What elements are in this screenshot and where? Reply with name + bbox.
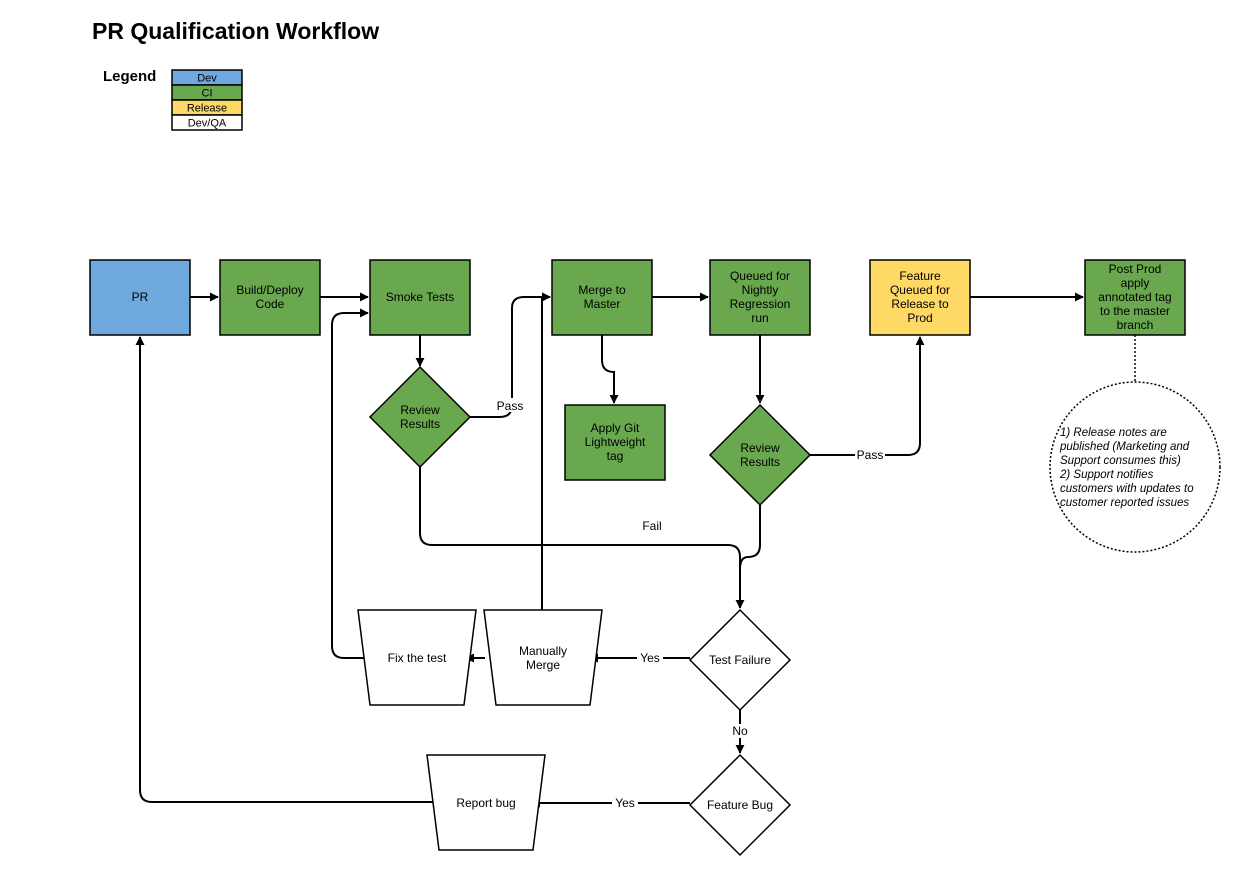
edge-reportbug-pr xyxy=(135,336,436,803)
edge-merge-applygit xyxy=(601,335,619,404)
node-review-results-1 xyxy=(368,365,472,469)
edge-label-bg-pass1 xyxy=(495,398,525,412)
edge-review1-merge-pass xyxy=(470,292,551,418)
edge-label-yes1: Yes xyxy=(640,651,660,665)
page-title: PR Qualification Workflow xyxy=(92,18,380,44)
legend-swatch-devqa xyxy=(171,114,243,131)
node-merge-to-master xyxy=(551,259,653,336)
node-build-deploy xyxy=(219,259,321,336)
node-label-report-bug: Report bug xyxy=(456,796,515,810)
edge-label-yes2: Yes xyxy=(615,796,635,810)
node-label-pr: PR xyxy=(132,290,149,304)
node-manually-merge xyxy=(483,609,603,706)
node-smoke-tests xyxy=(369,259,471,336)
edge-review1-testfailure-fail xyxy=(419,467,745,609)
edge-label-pass1: Pass xyxy=(497,399,524,413)
legend-item-devqa: Dev/QA xyxy=(188,118,227,130)
edge-label-bg-no xyxy=(729,724,751,738)
node-report-bug xyxy=(426,754,546,851)
edge-labels: Pass Pass Fail Yes No Yes xyxy=(495,398,885,810)
legend-item-release: Release xyxy=(187,103,227,115)
edge-label-bg-yes1 xyxy=(637,651,663,665)
legend: Dev CI Release Dev/QA xyxy=(171,69,243,131)
node-feature-bug xyxy=(688,753,792,857)
node-label-fix-test: Fix the test xyxy=(388,651,447,665)
node-review-results-2 xyxy=(708,403,812,507)
legend-label: Legend xyxy=(103,68,157,85)
nodes xyxy=(89,259,1221,857)
edge-label-bg-pass2 xyxy=(855,448,885,462)
edge-manualmerge-merge xyxy=(541,292,551,610)
node-label-test-failure: Test Failure xyxy=(709,653,771,667)
connectors xyxy=(135,292,1136,808)
edge-label-no: No xyxy=(732,724,748,738)
edge-label-pass2: Pass xyxy=(857,448,884,462)
node-release-note xyxy=(1049,381,1221,553)
edge-label-bg-yes2 xyxy=(612,796,638,810)
node-apply-git-tag xyxy=(564,404,666,481)
node-queued-nightly xyxy=(709,259,811,336)
legend-item-dev: Dev xyxy=(197,73,217,85)
node-fix-the-test xyxy=(357,609,477,706)
edge-label-fail: Fail xyxy=(642,519,661,533)
node-label-feature-bug: Feature Bug xyxy=(707,798,773,812)
node-feature-queued xyxy=(869,259,971,336)
edge-fixtest-smoke xyxy=(331,308,369,659)
edge-review2-testfailure xyxy=(739,505,761,570)
node-pr xyxy=(89,259,191,336)
legend-item-ci: CI xyxy=(202,88,213,100)
node-test-failure xyxy=(688,608,792,712)
edge-review2-featurequeued-pass xyxy=(810,336,925,456)
node-label-smoke: Smoke Tests xyxy=(386,290,454,304)
node-post-prod xyxy=(1084,259,1186,336)
